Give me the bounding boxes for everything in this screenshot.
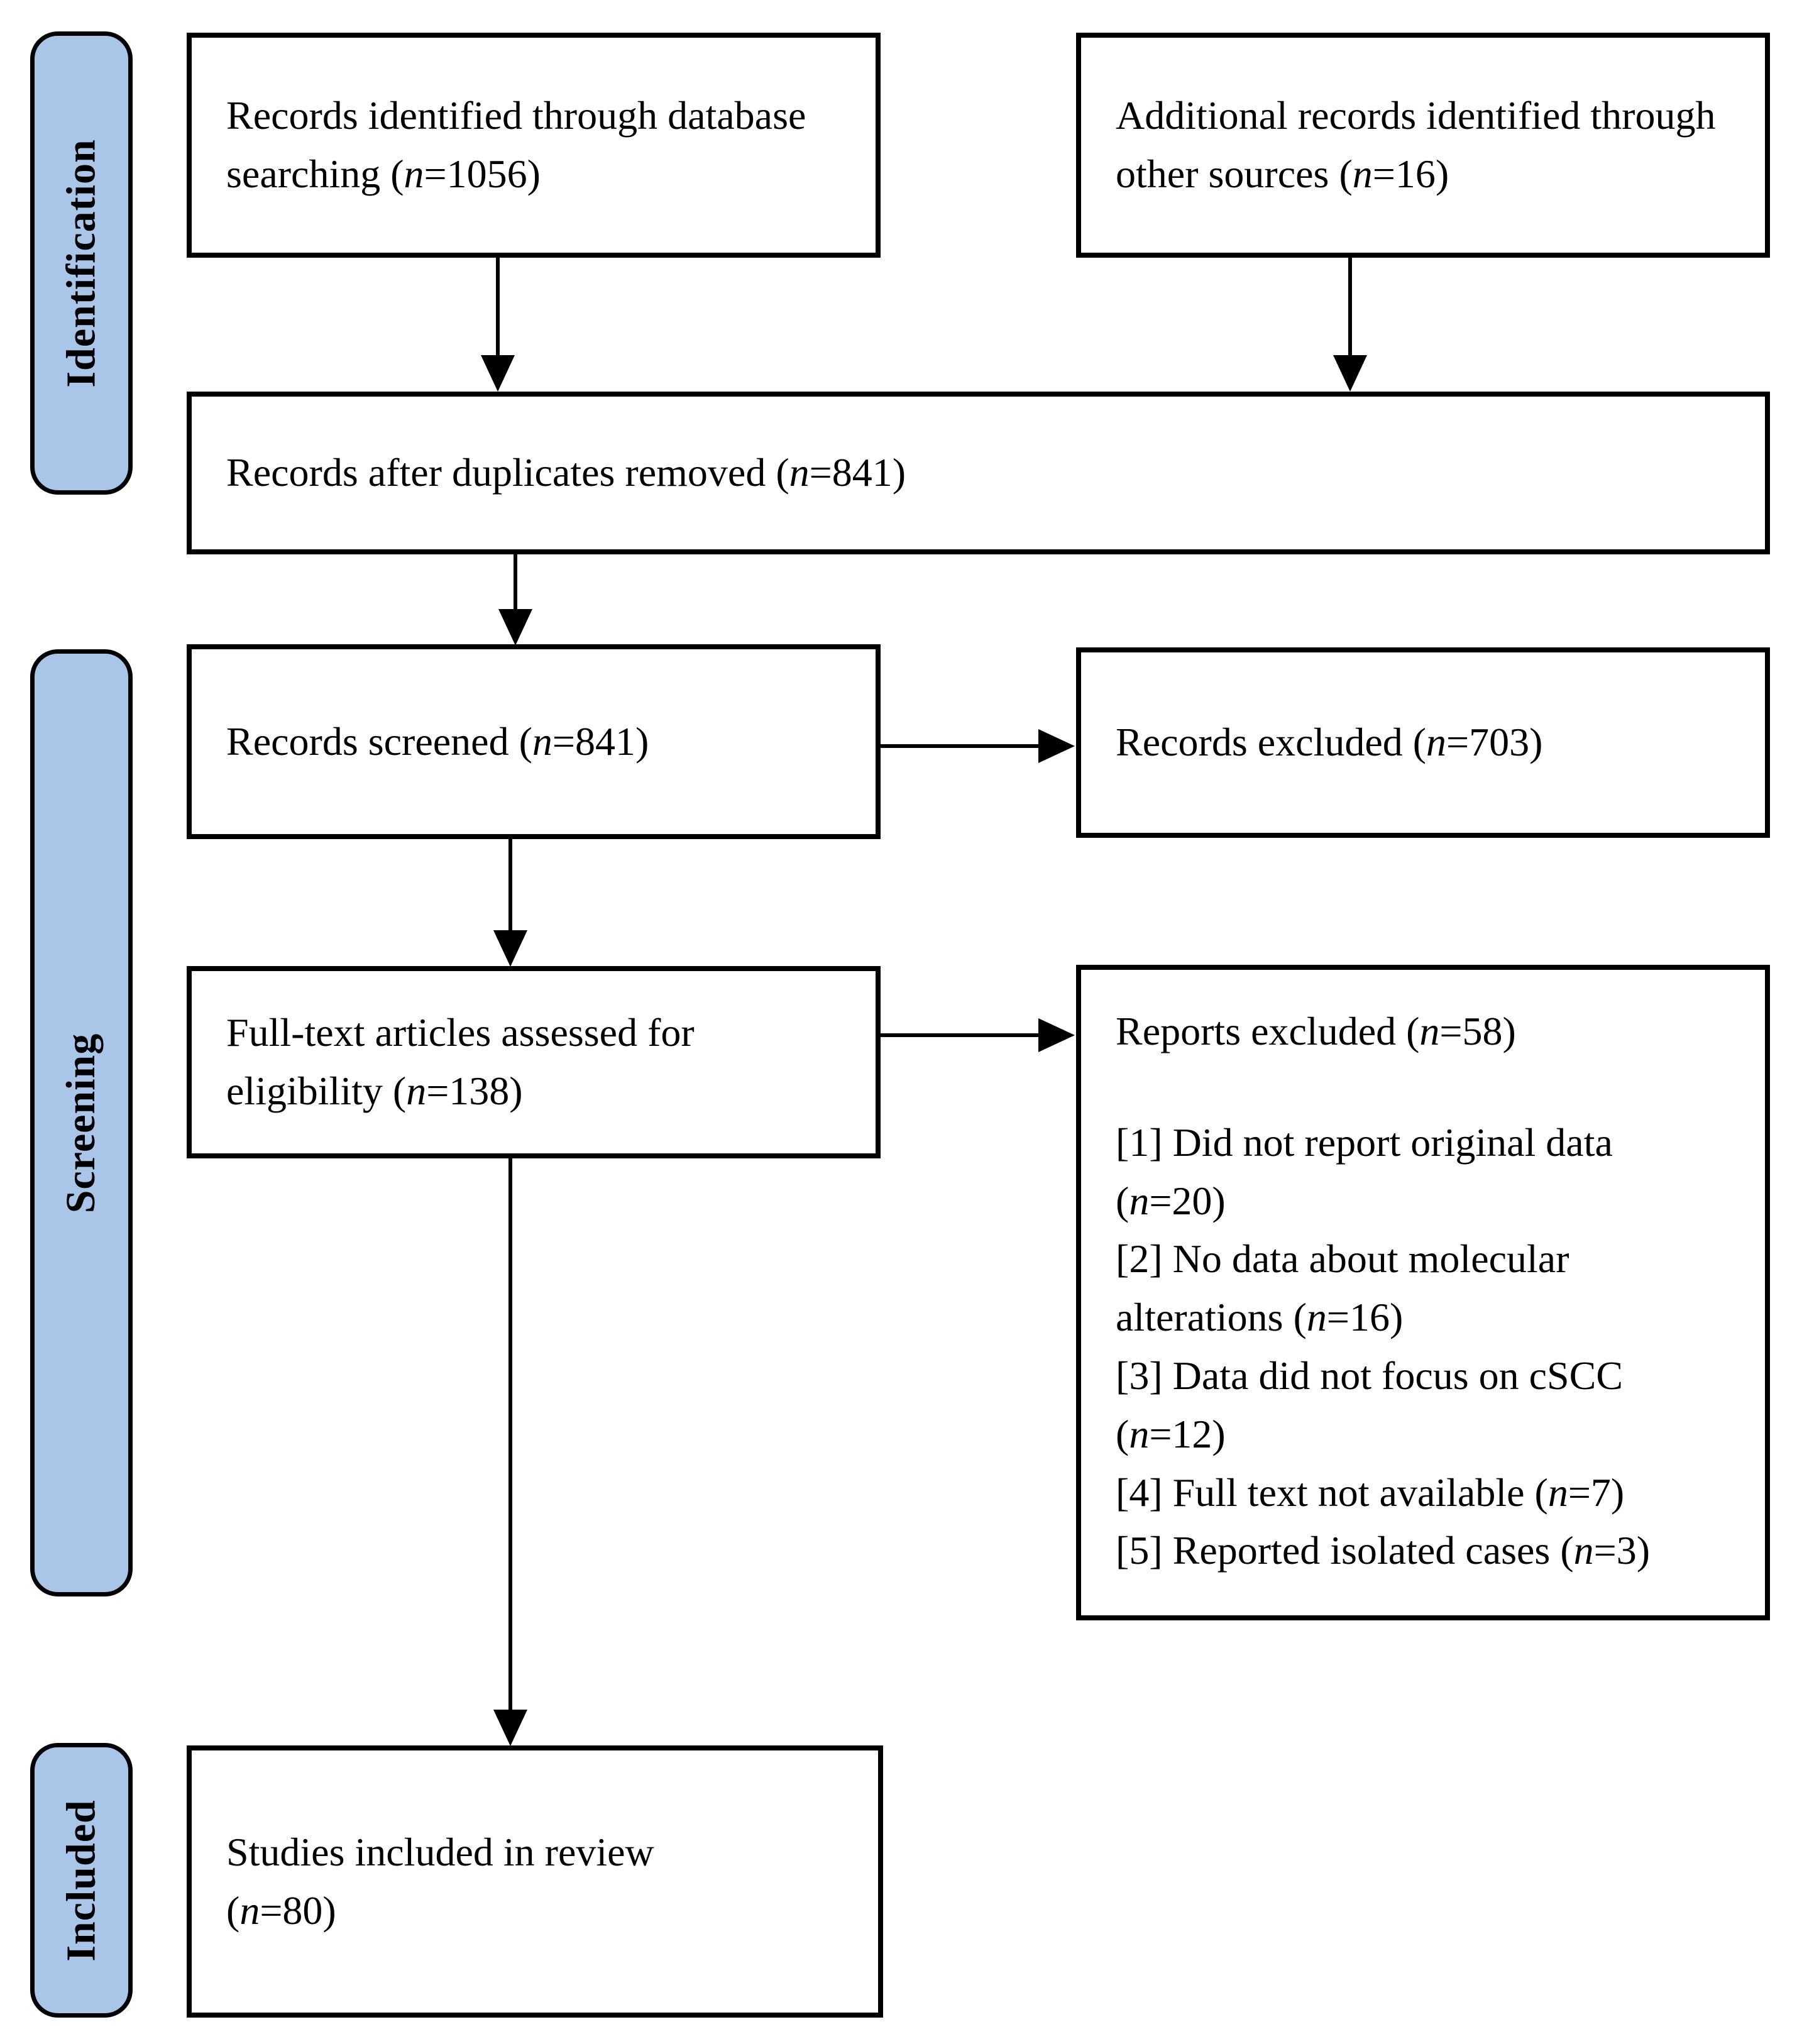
stage-label-identification: Identification	[58, 138, 104, 388]
arrow-fulltext-to-included-line	[508, 1158, 512, 1713]
arrow-duplicates-to-screened-head	[498, 609, 532, 646]
arrow-additional-to-duplicates-line	[1348, 258, 1352, 358]
box-records-screened-text: Records screened (n=841)	[226, 718, 649, 764]
arrow-identified-to-duplicates-line	[496, 258, 500, 358]
box-additional-records: Additional records identified through ot…	[1076, 33, 1770, 258]
box-fulltext-assessed-text: Full-text articles assessed for eligibil…	[226, 1010, 695, 1113]
stage-tab-screening: Screening	[30, 649, 133, 1596]
stage-label-screening: Screening	[58, 1033, 104, 1213]
arrow-duplicates-to-screened-line	[514, 554, 517, 612]
stage-label-included: Included	[58, 1799, 104, 1962]
exclusion-reason-3: [3] Data did not focus on cSCC (n=12)	[1116, 1353, 1623, 1456]
box-fulltext-assessed: Full-text articles assessed for eligibil…	[187, 966, 881, 1158]
arrow-fulltext-to-reports-head	[1038, 1018, 1075, 1052]
arrow-additional-to-duplicates-head	[1333, 355, 1367, 392]
arrow-fulltext-to-reports-line	[880, 1033, 1040, 1037]
box-studies-included: Studies included in review (n=80)	[187, 1745, 883, 2018]
arrow-screened-to-fulltext-head	[493, 930, 527, 967]
exclusion-reason-4: [4] Full text not available (n=7)	[1116, 1470, 1625, 1515]
box-studies-included-text: Studies included in review (n=80)	[226, 1829, 654, 1933]
arrow-screened-to-excluded-head	[1038, 729, 1075, 763]
box-records-excluded: Records excluded (n=703)	[1076, 647, 1770, 838]
stage-tab-identification: Identification	[30, 31, 133, 495]
exclusion-reason-5: [5] Reported isolated cases (n=3)	[1116, 1528, 1651, 1573]
box-after-duplicates: Records after duplicates removed (n=841)	[187, 392, 1770, 554]
box-additional-records-text: Additional records identified through ot…	[1116, 93, 1716, 196]
box-records-screened: Records screened (n=841)	[187, 644, 881, 839]
box-reports-excluded: Reports excluded (n=58) [1] Did not repo…	[1076, 965, 1770, 1620]
arrow-screened-to-fulltext-line	[508, 839, 512, 933]
arrow-fulltext-to-included-head	[493, 1710, 527, 1746]
stage-tab-included: Included	[30, 1743, 133, 2018]
box-records-identified: Records identified through database sear…	[187, 33, 881, 258]
box-reports-excluded-title: Reports excluded (n=58)	[1116, 1009, 1516, 1053]
box-records-excluded-text: Records excluded (n=703)	[1116, 720, 1543, 765]
arrow-identified-to-duplicates-head	[481, 355, 515, 392]
exclusion-reason-2: [2] No data about molecular alterations …	[1116, 1236, 1569, 1340]
exclusion-reason-1: [1] Did not report original data (n=20)	[1116, 1119, 1613, 1223]
box-after-duplicates-text: Records after duplicates removed (n=841)	[226, 450, 906, 495]
box-records-identified-text: Records identified through database sear…	[226, 93, 806, 196]
arrow-screened-to-excluded-line	[880, 744, 1040, 748]
